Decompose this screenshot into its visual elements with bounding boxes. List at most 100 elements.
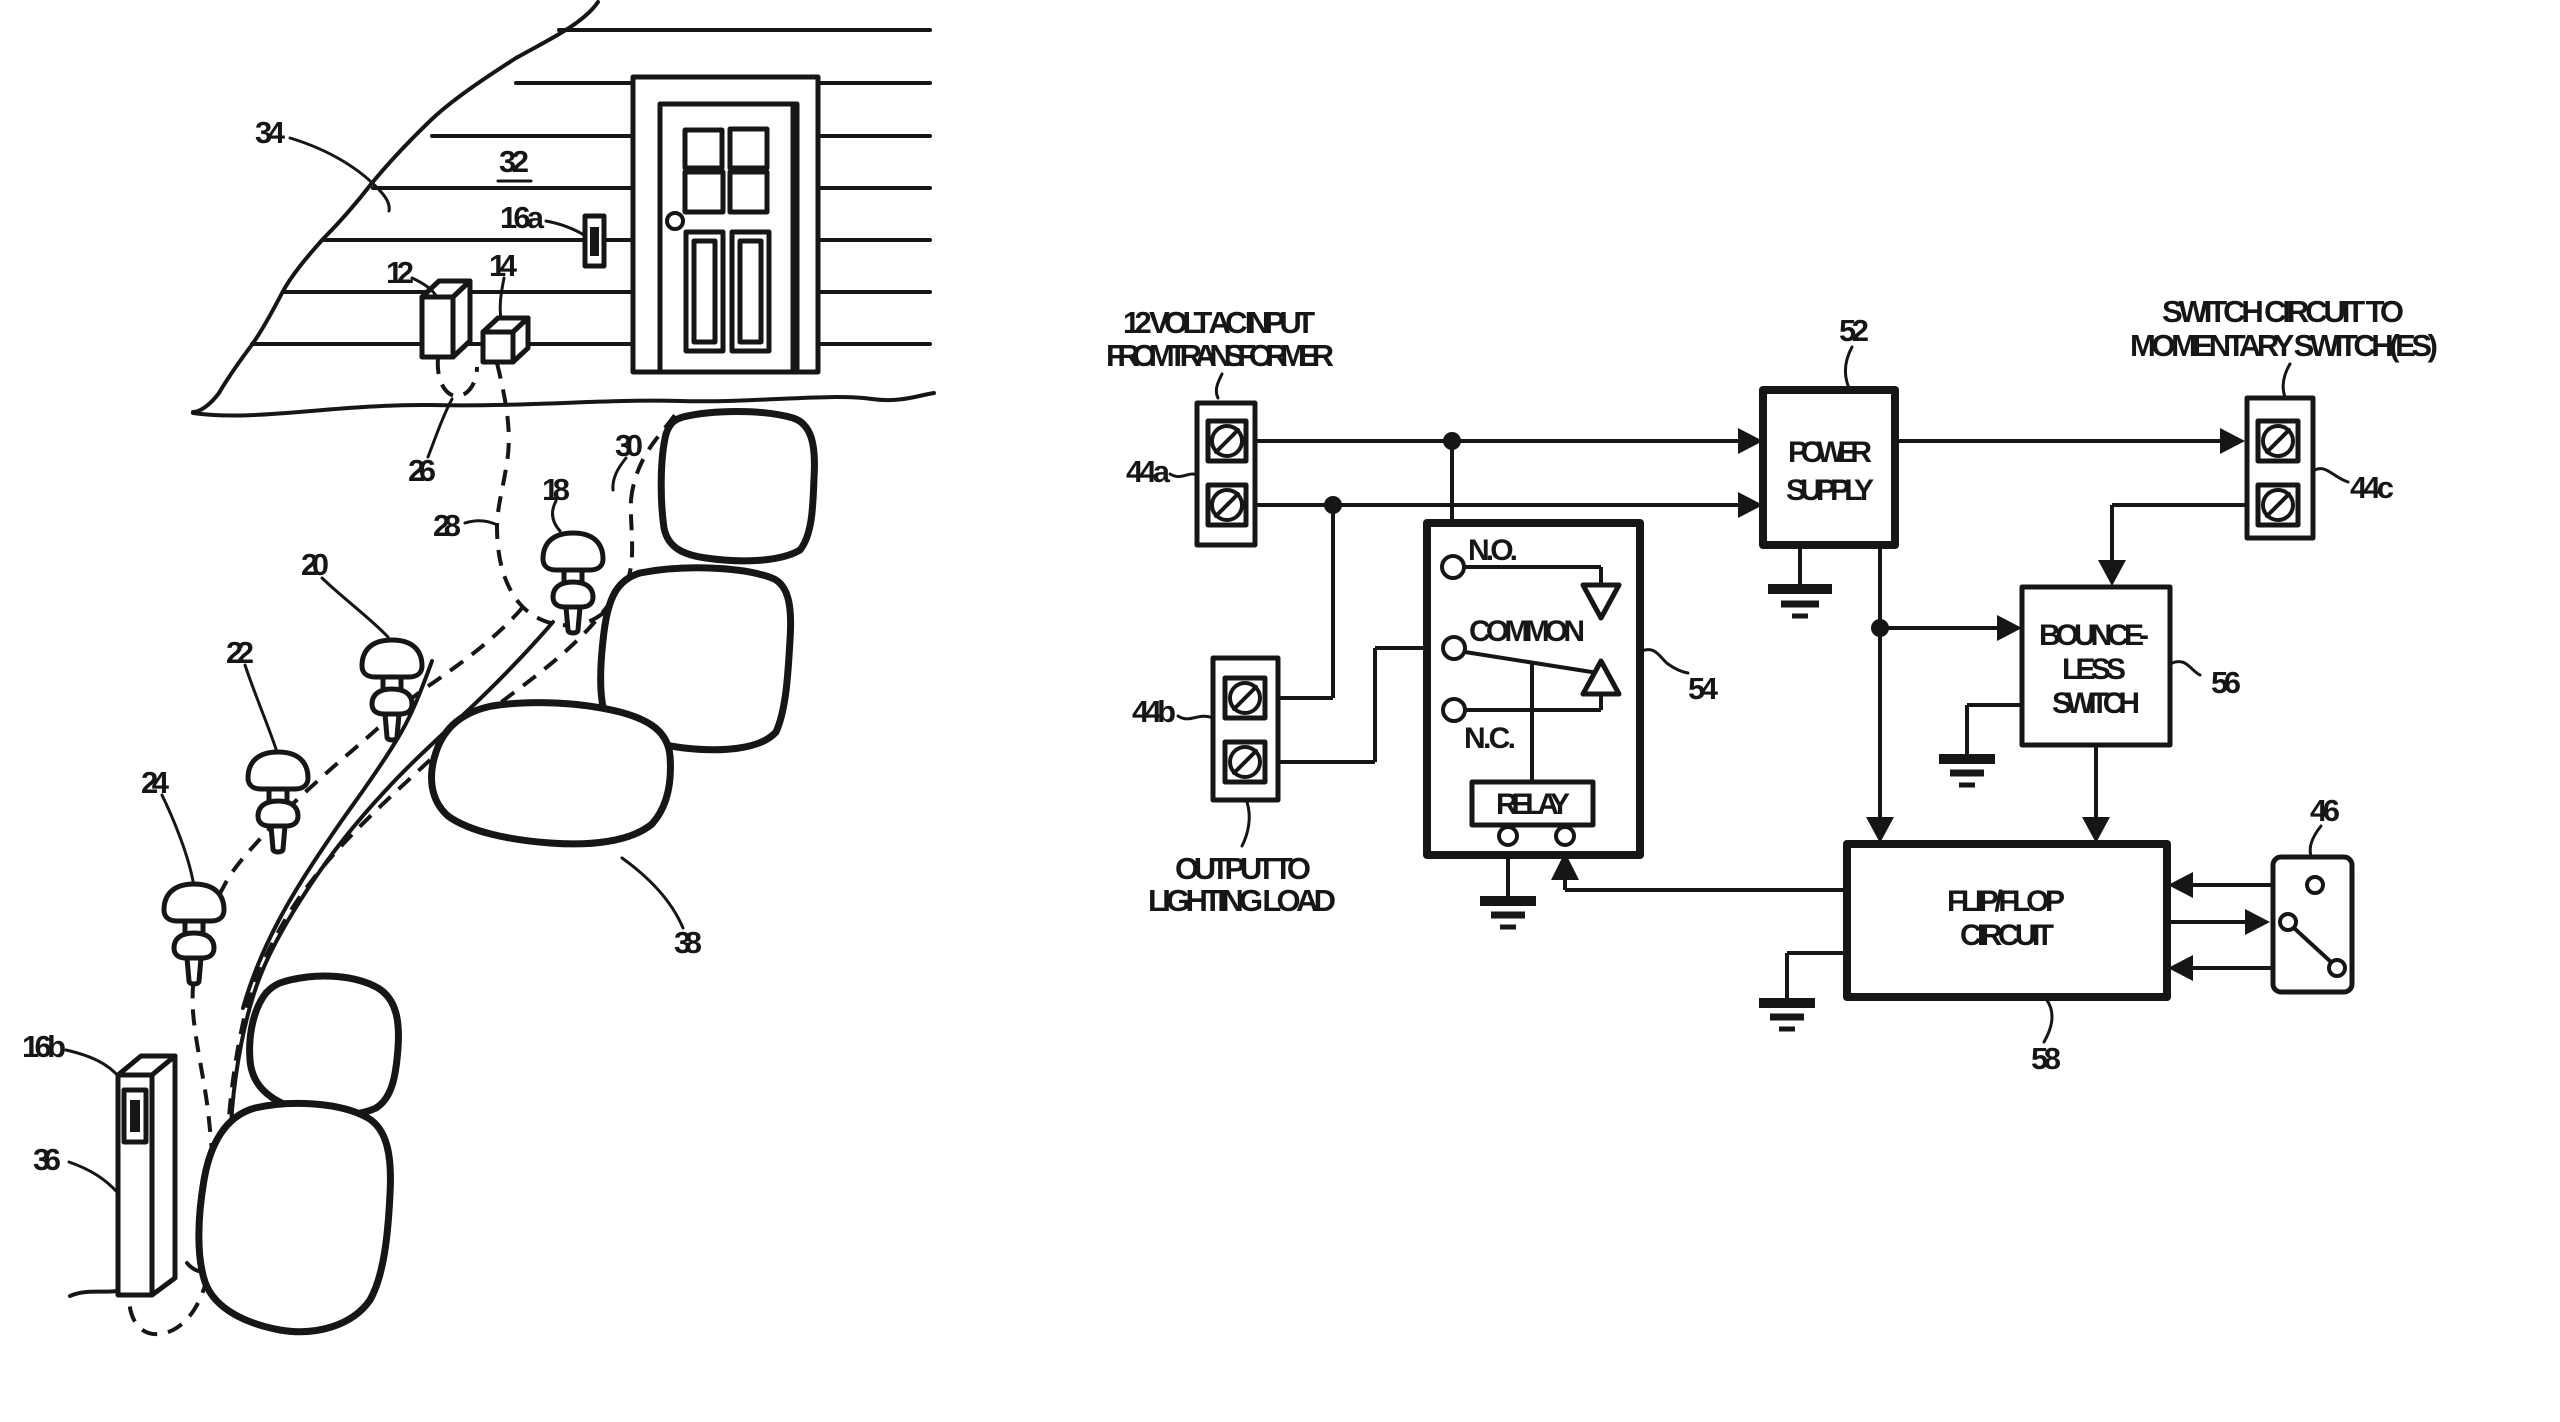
ref-label-36: 36 (33, 1142, 61, 1177)
bounceless-label-line2: LESS (2062, 653, 2126, 686)
ref-label-52: 52 (1839, 313, 1869, 348)
relay-coil-box (1469, 779, 1596, 828)
bollard-16b (115, 1053, 178, 1298)
door-window-pane (727, 126, 770, 171)
front-door (630, 74, 821, 375)
flipflop-label-line2: CIRCUIT (1960, 919, 2054, 952)
arrow-into-44c (2220, 428, 2245, 454)
wire-run-lights (126, 605, 525, 1337)
power-supply-block: POWER SUPPLY (1759, 386, 1899, 549)
house-torn-edge (191, 0, 600, 414)
path-light-22 (245, 749, 311, 855)
door-knob (665, 211, 685, 231)
relay-switch-arm (1464, 650, 1599, 675)
ref-label-16a: 16a (500, 200, 545, 235)
flipflop-label-line1: FLIP/FLOP (1947, 885, 2065, 918)
path-light-20 (359, 637, 425, 743)
open-arrow-down (1580, 582, 1622, 621)
walkway-edge-left (241, 659, 434, 1010)
arrow-into-power-supply-top (1738, 428, 1763, 454)
circuit-wires (1255, 428, 2329, 1000)
arrow-into-bounceless-left (1997, 615, 2022, 641)
ref-label-24: 24 (141, 765, 170, 800)
relay-no-terminal (1440, 554, 1466, 580)
relay-nc-label: N.C. (1464, 722, 1516, 755)
stepping-stone (246, 972, 402, 1119)
ground-bounceless (1939, 703, 2022, 788)
stepping-stones (195, 408, 818, 1336)
arrow-into-flipflop-right-top (2168, 872, 2193, 898)
siding-lines (250, 28, 932, 346)
ground-power-supply (1768, 545, 1832, 619)
caption-output-line2: LIGHTING LOAD (1148, 883, 1336, 918)
ground-flipflop (1759, 998, 1815, 1032)
relay-no-label: N.O. (1468, 534, 1518, 567)
relay-common-label: COMMON (1469, 615, 1585, 648)
terminal-block-44a (1194, 400, 1258, 548)
ref-label-18: 18 (542, 472, 570, 507)
ref-label-14: 14 (489, 248, 518, 283)
stepping-stone (597, 564, 795, 754)
ref-label-54: 54 (1688, 671, 1719, 706)
ref-label-12: 12 (386, 255, 414, 290)
flipflop-circuit-block: FLIP/FLOP CIRCUIT (1843, 840, 2171, 1001)
power-supply-label-line1: POWER (1788, 436, 1872, 469)
open-arrow-up (1580, 658, 1622, 697)
house-ground-line (191, 391, 936, 418)
ref-label-44b: 44b (1132, 694, 1176, 729)
bounceless-switch-block: BOUNCE- LESS SWITCH (2019, 584, 2173, 748)
stepping-stone (657, 408, 818, 565)
ref-label-28: 28 (433, 508, 461, 543)
control-box-12 (419, 278, 473, 360)
bounceless-label-line1: BOUNCE- (2039, 619, 2149, 652)
wire-drip-loop-26 (435, 357, 479, 399)
ref-label-34: 34 (255, 115, 286, 150)
arrow-into-relay-coil (1551, 852, 1579, 880)
relay-assembly: N.O. COMMON N.C. RELAY (1423, 519, 1644, 859)
ref-label-44a: 44a (1126, 454, 1171, 489)
momentary-switch-46 (2270, 854, 2355, 995)
relay-coil-label: RELAY (1496, 788, 1570, 821)
house (191, 0, 936, 418)
ref-label-26: 26 (408, 453, 436, 488)
stepping-stone (428, 699, 674, 848)
relay-common-terminal (1441, 635, 1467, 661)
ref-label-16b: 16b (22, 1029, 66, 1064)
ref-label-44c: 44c (2350, 470, 2394, 505)
ref-label-38: 38 (674, 925, 702, 960)
arrow-into-switch-46 (2245, 909, 2270, 935)
wall-switch-16a (582, 213, 607, 269)
path-light-24 (161, 881, 227, 987)
terminal-block-44c (2244, 395, 2316, 541)
ref-label-32: 32 (499, 144, 529, 179)
caption-ac-input-line1: 12 VOLT AC INPUT (1123, 305, 1315, 340)
caption-switch-circuit-line1: SWITCH CIRCUIT TO (2162, 294, 2404, 329)
bounceless-label-line3: SWITCH (2052, 687, 2140, 720)
ground-stub (68, 1289, 119, 1298)
arrow-into-flipflop-right-bottom (2168, 955, 2193, 981)
arrow-into-power-supply-bottom (1738, 492, 1763, 518)
door-window-pane (682, 127, 725, 171)
ref-label-56: 56 (2211, 665, 2241, 700)
stepping-stone (195, 1099, 394, 1336)
ref-label-22: 22 (226, 635, 254, 670)
caption-output-line1: OUTPUT TO (1175, 851, 1311, 886)
left-figure-labels: 34 32 16a 12 14 26 28 30 18 20 22 24 16b… (22, 115, 702, 1194)
ref-label-20: 20 (301, 547, 329, 582)
ref-label-58: 58 (2031, 1041, 2061, 1076)
arrow-into-flipflop-left (1866, 817, 1894, 843)
caption-switch-circuit-line2: MOMENTARY SWITCH(ES) (2130, 328, 2438, 363)
control-box-14 (480, 315, 531, 365)
door-window-pane (727, 169, 770, 215)
power-supply-label-line2: SUPPLY (1786, 474, 1874, 507)
ref-label-30: 30 (615, 428, 643, 463)
caption-ac-input-line2: FROM TRANSFORMER (1106, 338, 1334, 373)
switch-46-arm (2292, 926, 2333, 964)
terminal-block-44b (1210, 655, 1281, 803)
arrow-into-flipflop-top (2082, 817, 2110, 843)
circuit-captions: 12 VOLT AC INPUT FROM TRANSFORMER SWITCH… (1106, 294, 2438, 918)
path-light-18 (540, 530, 606, 636)
ref-label-46: 46 (2310, 793, 2340, 828)
